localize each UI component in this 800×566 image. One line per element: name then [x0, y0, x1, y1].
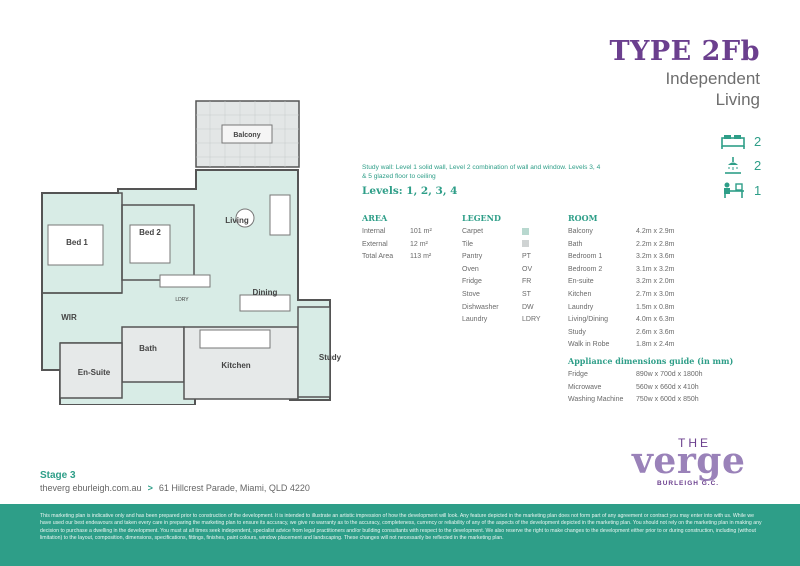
area-value: 12 m² — [410, 240, 428, 248]
legend-label: Laundry — [462, 316, 488, 324]
room-dimension: 2.6m x 3.6m — [636, 328, 675, 336]
floor-plan: Balcony Bed 1 Bed 2 Living Dining WIR Ba… — [41, 100, 342, 405]
wir-label: WIR — [61, 313, 77, 322]
study-desk-icon — [724, 182, 744, 198]
study-count: 1 — [720, 181, 761, 199]
room-dimension: 2.2m x 2.8m — [636, 240, 675, 248]
room-heading: ROOM — [568, 213, 598, 223]
balcony-label: Balcony — [233, 132, 260, 139]
appliance-label: Washing Machine — [568, 396, 624, 404]
bathroom-count-value: 2 — [754, 157, 762, 173]
legend-table: Carpet Tile Pantry PT Oven OV Fridge FR Sto… — [462, 226, 541, 327]
area-row: Total Area 113 m² — [362, 251, 432, 264]
appliance-table: Fridge 890w x 700d x 1800h Microwave 560w … — [568, 369, 703, 407]
room-label: Bedroom 2 — [568, 265, 603, 273]
area-label: Total Area — [362, 253, 394, 261]
separator-chevron-icon: > — [147, 483, 153, 493]
stage-label: Stage 3 — [40, 470, 76, 481]
bedroom-count-value: 2 — [754, 133, 762, 149]
appliance-heading: Appliance dimensions guide (in mm) — [568, 356, 734, 366]
legend-label: Stove — [462, 290, 480, 298]
room-label: Walk in Robe — [568, 341, 610, 349]
bed2-label: Bed 2 — [139, 228, 161, 237]
bed1-label: Bed 1 — [66, 238, 88, 247]
living-label: Living — [225, 216, 249, 225]
subtitle-line-1: Independent — [665, 69, 760, 88]
legend-label: Dishwasher — [462, 303, 499, 311]
study-count-value: 1 — [754, 182, 762, 198]
room-label: Study — [568, 328, 586, 336]
legend-code: PT — [522, 253, 531, 261]
room-table: Balcony 4.2m x 2.9m Bath 2.2m x 2.8m Bedro… — [568, 226, 675, 352]
plan-type-title: TYPE 2Fb — [609, 36, 760, 67]
legend-label: Carpet — [462, 228, 484, 235]
area-row: External 12 m² — [362, 239, 432, 252]
legend-code: OV — [522, 265, 533, 273]
legend-code: LDRY — [522, 316, 541, 324]
balcony-area: Balcony — [195, 100, 300, 168]
legend-code: FR — [522, 278, 532, 286]
room-label: En-suite — [568, 278, 594, 286]
legend-label: Fridge — [462, 278, 482, 286]
logo-location: BURLEIGH G.C. — [657, 480, 720, 487]
area-value: 113 m² — [410, 253, 432, 261]
legend-code: DW — [522, 303, 534, 311]
tile-swatch — [522, 240, 529, 248]
logo-the: THE — [678, 436, 711, 450]
ensuite-label: En-Suite — [78, 368, 111, 377]
room-dimension: 3.2m x 2.0m — [636, 278, 675, 286]
room-dimension: 1.5m x 0.8m — [636, 303, 675, 311]
bed-icon — [721, 135, 745, 149]
area-label: Internal — [362, 228, 386, 235]
subtitle-line-2: Living — [715, 90, 760, 109]
area-row: Internal 101 m² — [362, 226, 432, 239]
legend-label: Tile — [462, 240, 474, 248]
legend-label: Oven — [462, 265, 479, 273]
room-label: Bath — [568, 240, 583, 248]
room-label: Balcony — [568, 228, 593, 235]
area-table: Internal 101 m² External 12 m² Total Area 1… — [362, 226, 432, 264]
legend-label: Pantry — [462, 253, 483, 261]
legend-heading: LEGEND — [462, 213, 501, 223]
footer-band — [0, 504, 800, 566]
legend-code: ST — [522, 290, 531, 298]
shower-icon — [725, 157, 741, 174]
street-address: 61 Hillcrest Parade, Miami, QLD 4220 — [158, 483, 310, 493]
room-label: Laundry — [568, 303, 594, 311]
bath-label: Bath — [139, 344, 157, 353]
appliance-dimension: 750w x 600d x 850h — [636, 396, 699, 404]
dining-label: Dining — [253, 288, 278, 297]
room-dimension: 3.2m x 3.6m — [636, 253, 675, 261]
study-wall-note: Study wall: Level 1 solid wall, Level 2 … — [362, 164, 601, 180]
address-line: theverg eburleigh.com.au >61 Hillcrest Pa… — [40, 483, 310, 493]
disclaimer-text: This marketing plan is indicative only a… — [40, 513, 762, 542]
logo-verge: verge — [632, 440, 746, 482]
room-dimension: 4.0m x 6.3m — [636, 316, 675, 324]
room-label: Kitchen — [568, 290, 592, 298]
appliance-dimension: 560w x 660d x 410h — [636, 383, 699, 391]
area-heading: AREA — [362, 213, 388, 223]
laundry-label: LDRY — [175, 297, 189, 303]
bedroom-count: 2 — [720, 132, 761, 150]
study-label: Study — [319, 353, 342, 362]
carpet-swatch — [522, 227, 529, 235]
room-dimension: 1.8m x 2.4m — [636, 341, 675, 349]
area-label: External — [362, 240, 388, 248]
website-link[interactable]: theverg eburleigh.com.au — [40, 483, 142, 493]
room-dimension: 4.2m x 2.9m — [636, 228, 675, 235]
kitchen-label: Kitchen — [221, 361, 250, 370]
appliance-label: Microwave — [568, 383, 602, 391]
appliance-label: Fridge — [568, 371, 588, 378]
levels-label: Levels: 1, 2, 3, 4 — [362, 185, 458, 197]
bathroom-count: 2 — [720, 156, 761, 174]
appliance-dimension: 890w x 700d x 1800h — [636, 371, 703, 378]
room-dimension: 3.1m x 3.2m — [636, 265, 675, 273]
room-label: Bedroom 1 — [568, 253, 603, 261]
room-dimension: 2.7m x 3.0m — [636, 290, 675, 298]
room-label: Living/Dining — [568, 316, 609, 324]
area-value: 101 m² — [410, 228, 432, 235]
